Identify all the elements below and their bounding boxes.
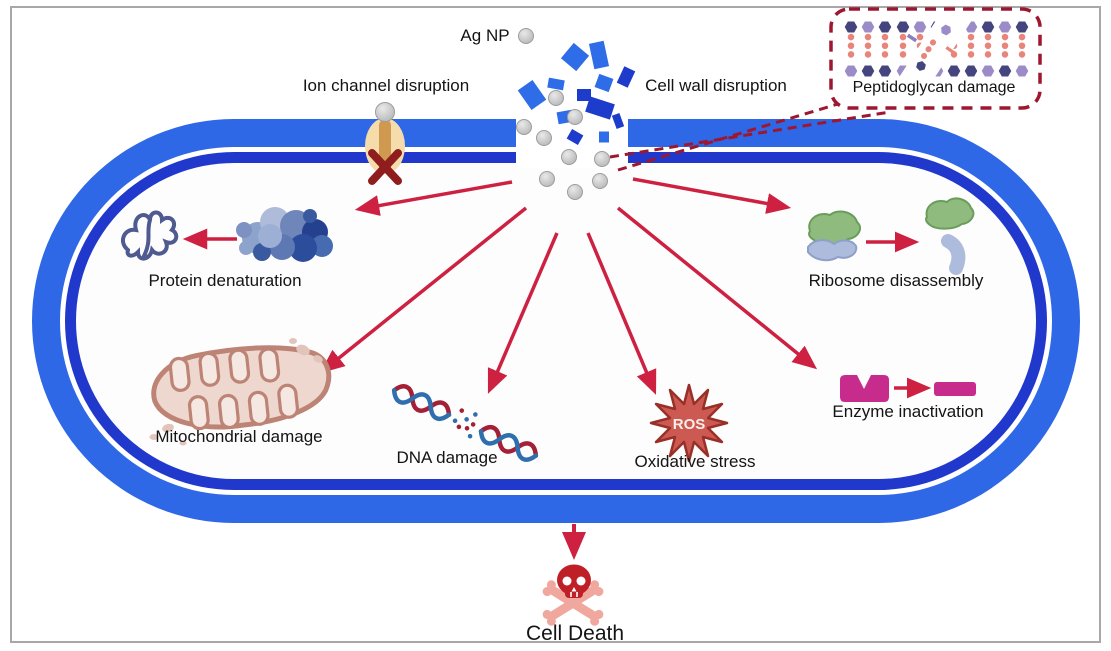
mitochondrion-fragments (149, 338, 323, 446)
cell-death-label: Cell Death (525, 622, 625, 645)
ros-starburst-icon: ROS (649, 383, 729, 463)
blocking-nanoparticle-icon (375, 102, 395, 122)
arrow-to-oxidative-stress (586, 232, 657, 395)
mechanism-arrows (182, 177, 932, 560)
dna-helix-icon (391, 384, 539, 462)
peptidoglycan-lattice-icon (844, 14, 1029, 88)
ag-np-legend-dot (518, 28, 534, 44)
enzyme-active-icon (840, 375, 889, 402)
arrow-to-dna-damage (487, 232, 559, 394)
peptidoglycan-box (829, 7, 1042, 110)
cell-wall-fragments-icon (517, 40, 636, 146)
dna-break-fragments (452, 408, 478, 439)
mitochondrion-icon (149, 338, 332, 446)
ribosome-label: Ribosome disassembly (808, 271, 984, 290)
protein-unfolded-icon (120, 210, 179, 261)
arrow-to-ribosome-disassembly (632, 177, 792, 214)
arrow-to-enzyme-inactivation (616, 206, 818, 370)
ribosome-disassembled-icon (925, 197, 975, 275)
diagram-frame-border (10, 6, 1101, 643)
skull (557, 564, 591, 598)
mitochondrial-label: Mitochondrial damage (155, 427, 323, 446)
peptidoglycan-callout-lines (609, 102, 891, 172)
peptidoglycan-label: Peptidoglycan damage (852, 79, 1016, 96)
oxidative-label: Oxidative stress (634, 452, 756, 471)
ion-channel-label: Ion channel disruption (302, 76, 470, 95)
arrow-to-mitochondrial-damage (319, 206, 528, 374)
enzyme-inactive-icon (934, 382, 976, 396)
protein-label: Protein denaturation (148, 271, 302, 290)
bacterial-cell (32, 112, 1080, 523)
nanoparticle-cluster-icon (516, 28, 610, 200)
crossbones (542, 580, 604, 626)
protein-folded-icon (236, 207, 333, 262)
arrow-to-protein-denaturation (354, 180, 513, 216)
enzyme-label: Enzyme inactivation (832, 402, 984, 421)
ros-label: ROS (673, 416, 706, 433)
ag-np-label: Ag NP (460, 26, 510, 45)
cell-wall-label: Cell wall disruption (645, 76, 787, 95)
dna-label: DNA damage (396, 448, 498, 467)
skull-crossbones-icon (542, 564, 604, 626)
ribosome-assembled-icon (807, 210, 861, 262)
ion-channel-icon (365, 102, 405, 185)
blocked-x-icon (368, 149, 402, 185)
lattice-crack (896, 14, 975, 88)
